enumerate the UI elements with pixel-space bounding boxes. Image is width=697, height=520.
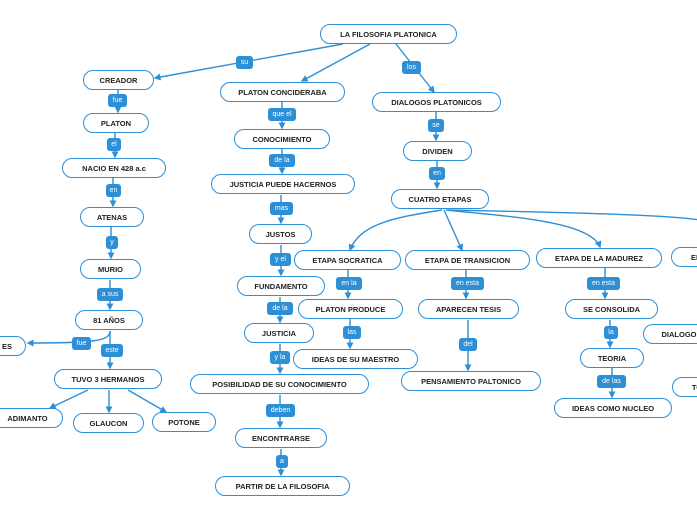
node-madurez[interactable]: ETAPA DE LA MADUREZ <box>536 248 662 268</box>
node-potone[interactable]: POTONE <box>152 412 216 432</box>
node-consolida[interactable]: SE CONSOLIDA <box>565 299 658 319</box>
node-aparecen[interactable]: APARECEN TESIS <box>418 299 519 319</box>
node-dialogo[interactable]: DIALOGO <box>643 324 697 344</box>
label-el: el <box>107 138 121 151</box>
node-platon-produce[interactable]: PLATON PRODUCE <box>298 299 403 319</box>
label-en-b: en <box>429 167 445 180</box>
label-a: a <box>276 455 288 468</box>
node-socratica[interactable]: ETAPA SOCRATICA <box>294 250 401 270</box>
node-dividen[interactable]: DIVIDEN <box>403 141 472 161</box>
label-en-esta-b: en esta <box>587 277 620 290</box>
link-hermanos-potone <box>127 389 168 413</box>
node-transicion[interactable]: ETAPA DE TRANSICION <box>405 250 530 270</box>
node-glaucon[interactable]: GLAUCON <box>73 413 144 433</box>
node-atenas[interactable]: ATENAS <box>80 207 144 227</box>
node-hermanos[interactable]: TUVO 3 HERMANOS <box>54 369 162 389</box>
node-es[interactable]: ES <box>0 336 26 356</box>
label-del: del <box>459 338 477 351</box>
node-cuatro[interactable]: CUATRO ETAPAS <box>391 189 489 209</box>
node-murio[interactable]: MURIO <box>80 259 141 279</box>
label-mas: mas <box>270 202 293 215</box>
label-este: este <box>101 344 123 357</box>
label-en: en <box>106 184 121 197</box>
link-anos-es <box>26 330 111 347</box>
node-platon[interactable]: PLATON <box>83 113 149 133</box>
label-su: su <box>236 56 253 69</box>
label-deben: deben <box>266 404 295 417</box>
label-en-la: en la <box>336 277 362 290</box>
node-teoria[interactable]: TEORIA <box>580 348 644 368</box>
label-a-sus: a sus <box>97 288 123 301</box>
link-cuatro-socratica <box>348 209 443 252</box>
root-node[interactable]: LA FILOSOFIA PLATONICA <box>320 24 457 44</box>
node-dialogos[interactable]: DIALOGOS PLATONICOS <box>372 92 501 112</box>
label-de-la-b: de la <box>267 302 293 315</box>
link-root-consideraba <box>300 43 371 82</box>
label-que-el: que el <box>268 108 296 121</box>
label-los: los <box>402 61 421 74</box>
link-cuatro-ep <box>447 209 697 221</box>
label-de-las: de las <box>597 375 626 388</box>
label-y-la: y la <box>270 351 290 364</box>
node-partir[interactable]: PARTIR DE LA FILOSOFIA <box>215 476 350 496</box>
label-fue-b: fue <box>72 337 91 350</box>
label-y: y <box>106 236 118 249</box>
node-anos[interactable]: 81 AÑOS <box>75 310 143 330</box>
node-posibilidad[interactable]: POSIBILIDAD DE SU CONOCIMIENTO <box>190 374 369 394</box>
node-nacio[interactable]: NACIO EN 428 a.c <box>62 158 166 178</box>
node-justicia-puede[interactable]: JUSTICIA PUEDE HACERNOS <box>211 174 355 194</box>
node-justos[interactable]: JUSTOS <box>249 224 312 244</box>
label-en-esta: en esta <box>451 277 484 290</box>
node-adimanto[interactable]: ADIMANTO <box>0 408 63 428</box>
node-fundamento[interactable]: FUNDAMENTO <box>237 276 325 296</box>
label-la: la <box>604 326 618 339</box>
label-de-la: de la <box>269 154 295 167</box>
node-to[interactable]: TO <box>672 377 697 397</box>
link-cuatro-madurez <box>445 209 602 249</box>
link-hermanos-adimanto <box>48 389 89 409</box>
node-creador[interactable]: CREADOR <box>83 70 154 90</box>
node-conocimiento[interactable]: CONOCIMIENTO <box>234 129 330 149</box>
node-platon-consideraba[interactable]: PLATON CONCIDERABA <box>220 82 345 102</box>
label-y-el: y el <box>270 253 291 266</box>
label-las: las <box>343 326 361 339</box>
node-justicia[interactable]: JUSTICIA <box>244 323 314 343</box>
node-encontrarse[interactable]: ENCONTRARSE <box>235 428 327 448</box>
node-pensamiento[interactable]: PENSAMIENTO PALTONICO <box>401 371 541 391</box>
node-ideas-maestro[interactable]: IDEAS DE SU MAESTRO <box>293 349 418 369</box>
label-fue: fue <box>108 94 127 107</box>
link-cuatro-transicion <box>443 209 463 252</box>
node-ideas-nucleo[interactable]: IDEAS COMO NUCLEO <box>554 398 672 418</box>
node-ep[interactable]: EP <box>671 247 697 267</box>
label-se: se <box>428 119 444 132</box>
